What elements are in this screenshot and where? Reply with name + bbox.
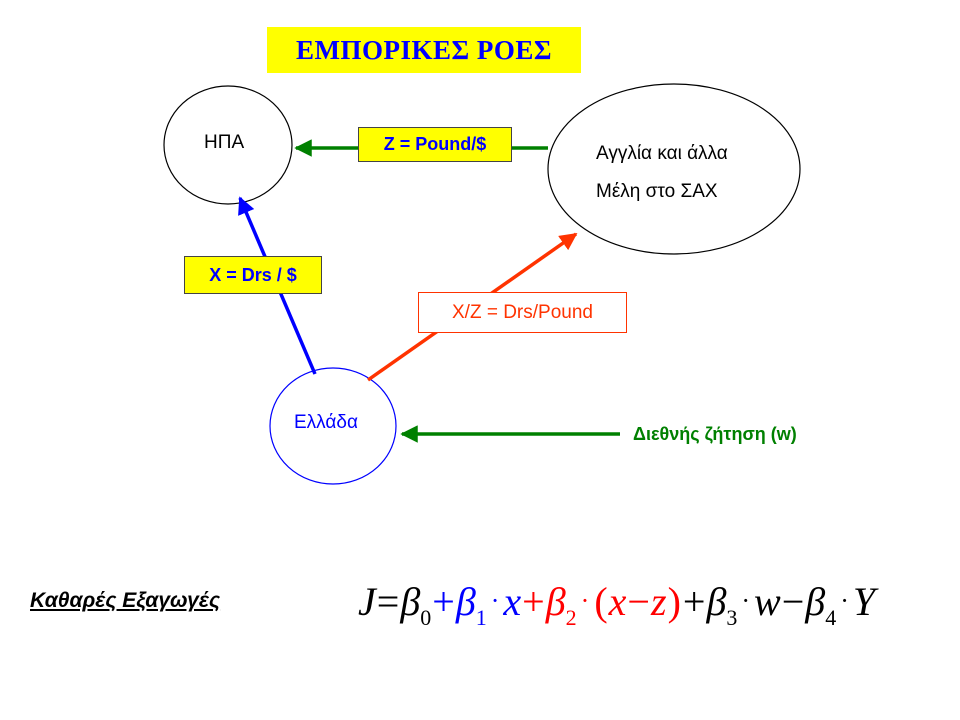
uk-label-line2: Μέλη στο ΣΑΧ — [596, 181, 718, 202]
eq-sub0: 0 — [420, 605, 432, 630]
eq-dot4: · — [840, 586, 849, 615]
uk-label-line1: Αγγλία και άλλα — [596, 143, 728, 164]
eq-plus1: + — [432, 579, 455, 624]
eq-sub1: 1 — [475, 605, 487, 630]
label-world-demand: Διεθνής ζήτηση (w) — [633, 424, 797, 444]
eq-plus3: + — [682, 579, 706, 624]
label-z-pound-dollar: Z = Pound/$ — [358, 127, 512, 162]
eq-J: J — [358, 579, 376, 624]
eq-beta4: β — [805, 579, 826, 624]
label-x-drs-dollar: X = Drs / $ — [184, 256, 322, 294]
eq-sub2: 2 — [565, 605, 577, 630]
usa-node — [163, 85, 293, 205]
label-xz-drs-pound: X/Z = Drs/Pound — [418, 292, 627, 333]
net-exports-label: Καθαρές Εξαγωγές — [30, 589, 221, 612]
eq-dot1: · — [490, 586, 500, 615]
eq-dot3: · — [741, 586, 751, 615]
eq-beta0: β — [400, 579, 421, 624]
eq-minus2: − — [781, 579, 805, 624]
net-exports-equation: J=β0+β1·x+β2·(x−z)+β3·w−β4·Y — [358, 578, 875, 631]
eq-Y: Y — [852, 579, 876, 624]
greece-node — [269, 367, 397, 485]
eq-minus1: − — [627, 579, 650, 624]
eq-beta3: β — [706, 579, 727, 624]
eq-plus2: + — [522, 579, 545, 624]
eq-z: z — [650, 579, 667, 624]
eq-x2: x — [608, 579, 627, 624]
slide-title: ΕΜΠΟΡΙΚΕΣ ΡΟΕΣ — [267, 27, 581, 73]
eq-rparen: ) — [667, 579, 681, 624]
eq-dot2: · — [580, 586, 590, 615]
eq-beta1: β — [455, 579, 476, 624]
greece-label: Ελλάδα — [294, 412, 358, 433]
eq-sub4: 4 — [825, 605, 837, 630]
usa-label: ΗΠΑ — [204, 132, 245, 153]
eq-lparen: ( — [594, 579, 608, 624]
eq-sub3: 3 — [726, 605, 738, 630]
eq-beta2: β — [545, 579, 566, 624]
eq-w: w — [754, 579, 781, 624]
eq-x: x — [503, 579, 522, 624]
uk-node — [547, 83, 801, 255]
eq-equals: = — [376, 579, 400, 624]
